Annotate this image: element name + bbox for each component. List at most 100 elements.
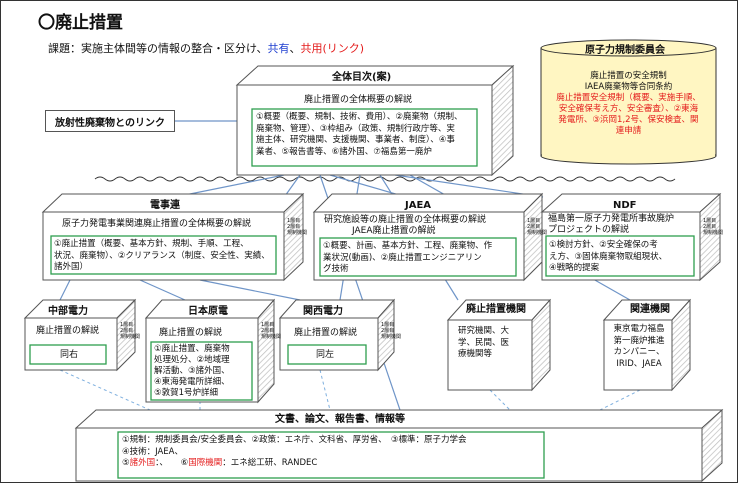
side-label-denjiren: 1層目 2層目 規制機関 <box>287 218 307 236</box>
page-title: 〇廃止措置 <box>38 13 123 33</box>
nihon-subtitle: 廃止措置の解説 <box>159 328 223 338</box>
docs-line1: ①規制：規制委員会/安全委員会、②政策：エネ庁、文科省、厚労省、 ③標準：原子力… <box>122 435 467 445</box>
docs-l3-e: ：エネ総工研、RANDEC <box>222 458 318 468</box>
docs-l3-d: 国際機関 <box>188 458 223 468</box>
kanren-kikan-line3: カンパニー、 <box>613 347 665 357</box>
denjiren-subtitle: 原子力発電事業関連廃止措置の全体概要の解説 <box>62 219 252 229</box>
jaea-line1: ①概要、計画、基本方針、工程、廃棄物、作 <box>323 241 493 251</box>
chubu-body: 同右 <box>60 350 79 360</box>
wavy-divider <box>94 176 676 182</box>
side-label-l1: 1層目 <box>120 322 134 328</box>
side-label-l1: 1層目 <box>381 322 395 328</box>
ndf-line1: ①検討方針、②安全確保の考 <box>549 240 658 250</box>
nihon-line2: 処理処分、②地域理 <box>154 355 230 365</box>
side-label-l3: 規制機関 <box>120 334 141 340</box>
side-label-l2: 2層目 <box>287 224 301 230</box>
jaea-line2: 業状況(動画)、②廃止措置エンジニアリン <box>323 252 482 263</box>
jaea-line3: グ技術 <box>323 264 349 274</box>
side-label-l1: 1層目 <box>287 218 301 224</box>
subtitle-kyoyu: 共有 <box>267 42 290 55</box>
subtitle-prefix: 課題：実施主体間等の情報の整合・区分け、 <box>48 42 268 55</box>
side-label-chubu: 1層目 2層目 規制機関 <box>120 322 140 340</box>
jaea-title: JAEA <box>405 200 432 211</box>
nihon-line5: ⑤敦賀1号炉詳細 <box>154 388 219 398</box>
overview-line4: 業者、⑤報告書等、⑥諸外国、⑦福島第一廃炉 <box>256 146 432 157</box>
jaea-sub2: JAEA廃止措置の解説 <box>352 226 436 236</box>
side-label-l3: 規制機関 <box>261 334 282 340</box>
docs-body: ①規制：規制委員会/安全委員会、②政策：エネ庁、文科省、厚労省、 ③標準：原子力… <box>122 435 542 470</box>
side-label-l2: 2層目 <box>261 328 275 334</box>
nra-line2: IAEA廃棄物等合同条約 <box>584 82 673 92</box>
side-label-l3: 規制機関 <box>287 230 308 236</box>
overview-title: 全体目次(案) <box>332 72 392 83</box>
kansai-subtitle: 廃止措置の解説 <box>294 328 358 338</box>
side-label-kansai: 1層目 2層目 規制機関 <box>381 322 401 340</box>
kanren-kikan-line2: 第一廃炉推進 <box>613 335 665 346</box>
side-label-l2: 2層目 <box>381 328 395 334</box>
nra-cylinder-shape <box>540 39 717 165</box>
denjiren-line1: ①廃止措置（概要、基本方針、規制、手順、工程、 <box>54 239 249 249</box>
overview-line1: ①概要（概要、規制、技術、費用）、②廃棄物（規制、 <box>256 112 463 122</box>
haishi-kikan-body: 研究機関、大 学、民間、医 療機関等 <box>458 326 528 361</box>
nihon-line1: ①廃止措置、廃棄物 <box>154 344 230 354</box>
kanren-kikan-line1: 東京電力福島 <box>613 324 665 334</box>
side-label-l3: 規制機関 <box>703 230 724 236</box>
nihon-line4: ④東海発電所詳細、 <box>154 377 230 387</box>
overview-line3: 施主体、研究機関、支援機関、事業者、制度）、④事 <box>256 135 455 145</box>
docs-box-shape <box>74 408 724 483</box>
overview-box-shape <box>235 64 515 177</box>
kansai-title: 関西電力 <box>303 306 343 317</box>
side-label-l2: 2層目 <box>527 224 541 230</box>
side-label-l1: 1層目 <box>703 218 717 224</box>
denjiren-title: 電事連 <box>150 200 180 211</box>
chubu-subtitle: 廃止措置の解説 <box>36 326 100 336</box>
overview-subtitle: 廃止措置の全体概要の解説 <box>304 95 413 105</box>
ndf-line2: え方、③固体廃棄物取組現状、 <box>549 251 668 262</box>
overview-line2: 廃棄物、管理）、③枠組み（政策、規制行政庁等、実 <box>256 123 455 134</box>
haishi-kikan-line3: 療機関等 <box>458 349 493 359</box>
chubu-box-shape <box>23 298 137 372</box>
kanren-kikan-body: 東京電力福島 第一廃炉推進 カンパニー、 IRID、JAEA <box>606 324 672 370</box>
denjiren-body: ①廃止措置（概要、基本方針、規制、手順、工程、 状況、廃棄物）、②クリアランス（… <box>54 239 276 274</box>
haishi-kikan-line1: 研究機関、大 <box>458 326 510 336</box>
ndf-title: NDF <box>613 200 637 211</box>
side-label-l3: 規制機関 <box>381 334 402 340</box>
side-label-jaea: 1層目 2層目 規制機関 <box>527 218 547 236</box>
haishi-kikan-line2: 学、民間、医 <box>458 337 510 348</box>
docs-l3-c: ：、 ⑥ <box>155 458 189 468</box>
kansai-body: 同左 <box>316 350 335 360</box>
ndf-body: ①検討方針、②安全確保の考 え方、③固体廃棄物取組現状、 ④戦略的提案 <box>549 240 694 275</box>
subtitle-sep: 、 <box>289 42 301 55</box>
side-label-l1: 1層目 <box>527 218 541 224</box>
nra-red4: 連申請 <box>615 126 642 136</box>
side-label-l3: 規制機関 <box>527 230 548 236</box>
nihon-box-shape <box>144 298 276 404</box>
denjiren-line3: 諸外国） <box>54 262 89 272</box>
haishi-kikan-box-shape <box>446 298 552 392</box>
nra-title: 原子力規制委員会 <box>585 45 665 56</box>
denjiren-line2: 状況、廃棄物）、②クリアランス（制度、安全性、実績、 <box>54 250 270 261</box>
kansai-box-shape <box>278 298 396 372</box>
nra-text: 廃止措置の安全規制 IAEA廃棄物等合同条約 廃止措置安全規制（概要、実施手順、… <box>545 71 712 137</box>
side-label-l2: 2層目 <box>120 328 134 334</box>
docs-line2: ④技術：JAEA、 <box>122 446 183 457</box>
nra-red3: 発電所、③浜岡1,2号、保安検査、関 <box>558 115 699 125</box>
nihon-title: 日本原電 <box>188 306 228 317</box>
waste-link-box[interactable]: 放射性廃棄物とのリンク <box>45 110 175 132</box>
chubu-title: 中部電力 <box>48 306 88 317</box>
page-subtitle: 課題：実施主体間等の情報の整合・区分け、共有、共用(リンク) <box>48 40 364 56</box>
nihon-body: ①廃止措置、廃棄物 処理処分、②地域理 解活動、③諸外国、 ④東海発電所詳細、 … <box>154 344 252 399</box>
kanren-kikan-box-shape <box>602 298 692 392</box>
side-label-l1: 1層目 <box>261 322 275 328</box>
nra-red1: 廃止措置安全規制（概要、実施手順、 <box>556 93 701 103</box>
haishi-kikan-title: 廃止措置機関 <box>466 304 526 315</box>
ndf-sub2: プロジェクトの解説 <box>548 225 630 235</box>
ndf-line3: ④戦略的提案 <box>549 263 600 273</box>
overview-body: ①概要（概要、規制、技術、費用）、②廃棄物（規制、 廃棄物、管理）、③枠組み（政… <box>256 112 476 158</box>
side-label-ndf: 1層目 2層目 規制機関 <box>703 218 723 236</box>
jaea-sub1: 研究施設等の廃止措置の全体概要の解説 <box>324 215 487 225</box>
docs-line3: ⑤諸外国：、 ⑥国際機関：エネ総工研、RANDEC <box>122 458 542 470</box>
